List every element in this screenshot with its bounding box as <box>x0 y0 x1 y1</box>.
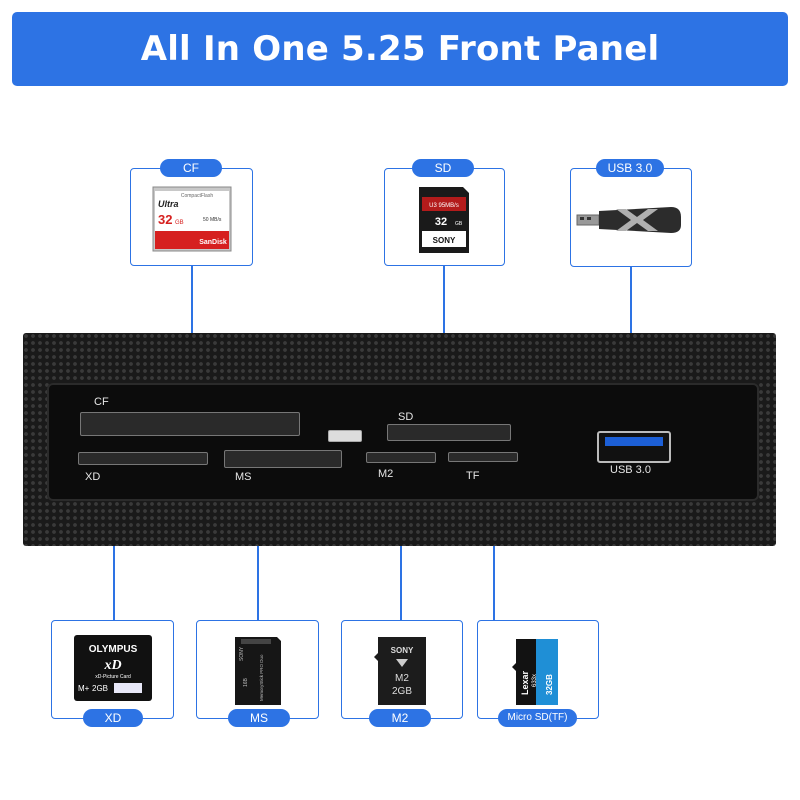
ms-card-box: SONY 16B MemoryStick PRO Duo <box>196 620 319 719</box>
cf-card-unit: GB <box>175 220 184 226</box>
xd-slot[interactable] <box>78 452 208 465</box>
xd-card-logo: xD <box>103 658 121 673</box>
m2-card-capacity: 2GB <box>392 686 412 697</box>
tag-ms: MS <box>228 709 290 727</box>
label-cf: CF <box>94 396 109 408</box>
page-title: All In One 5.25 Front Panel <box>12 12 788 86</box>
tf-card-brand: Lexar <box>520 670 530 695</box>
sd-card-brand: SONY <box>433 236 456 245</box>
tag-m2: M2 <box>369 709 431 727</box>
label-ms: MS <box>235 471 252 483</box>
cf-card-box: CompactFlash Ultra 32 GB 50 MB/s SanDisk <box>130 168 253 266</box>
tag-sd: SD <box>412 159 474 177</box>
sd-card-unit: GB <box>455 221 463 227</box>
tf-card-image: Lexar 633x 32GB <box>512 639 558 705</box>
cf-card-model: Ultra <box>158 199 179 209</box>
tag-xd: XD <box>83 709 143 727</box>
tag-usb: USB 3.0 <box>596 159 664 177</box>
xd-card-box: OLYMPUS xD xD-Picture Card M+ 2GB <box>51 620 174 719</box>
label-m2: M2 <box>378 468 394 480</box>
m2-card-image: SONY M2 2GB <box>374 637 426 705</box>
sd-card-capacity: 32 <box>435 216 447 228</box>
ms-card-brand: SONY <box>239 646 245 661</box>
m2-slot[interactable] <box>366 452 436 463</box>
usb-drive-box <box>570 168 692 267</box>
tag-tf: Micro SD(TF) <box>498 709 577 727</box>
label-tf: TF <box>466 470 480 482</box>
label-usb: USB 3.0 <box>610 464 651 476</box>
ms-card-image: SONY 16B MemoryStick PRO Duo <box>235 637 281 705</box>
sd-card-image: U3 95MB/s 32 GB SONY <box>419 187 469 253</box>
tf-card-capacity: 32GB <box>545 674 554 695</box>
m2-card-brand: SONY <box>391 646 414 655</box>
sd-slot[interactable] <box>387 424 511 441</box>
usb-drive-icon <box>576 207 681 233</box>
label-sd: SD <box>398 411 414 423</box>
ms-card-capacity: 16B <box>243 677 249 687</box>
cf-card-brand: SanDisk <box>199 239 227 246</box>
sd-card-box: U3 95MB/s 32 GB SONY <box>384 168 505 266</box>
tf-card-speed: 633x <box>532 674 538 687</box>
cf-card-speed: 50 MB/s <box>203 217 222 223</box>
usb-port-tongue <box>605 437 663 446</box>
label-xd: XD <box>85 471 101 483</box>
xd-card-type: M+ <box>78 684 90 693</box>
ms-slot[interactable] <box>224 450 342 468</box>
tag-cf: CF <box>160 159 222 177</box>
xd-card-brand: OLYMPUS <box>89 644 138 655</box>
eject-button[interactable] <box>328 430 362 442</box>
tf-card-box: Lexar 633x 32GB <box>477 620 599 719</box>
tf-slot[interactable] <box>448 452 518 462</box>
m2-card-type: M2 <box>395 673 409 684</box>
cf-slot[interactable] <box>80 412 300 436</box>
cf-card-capacity: 32 <box>158 212 172 227</box>
xd-card-image: OLYMPUS xD xD-Picture Card M+ 2GB <box>74 635 152 701</box>
usb-port[interactable] <box>597 431 671 463</box>
ms-card-text: MemoryStick PRO Duo <box>259 654 264 701</box>
m2-card-box: SONY M2 2GB <box>341 620 463 719</box>
sd-card-speed: U3 95MB/s <box>429 203 459 209</box>
xd-card-capacity: 2GB <box>92 684 108 693</box>
cf-card-image: CompactFlash Ultra 32 GB 50 MB/s SanDisk <box>152 186 232 252</box>
xd-card-subtitle: xD-Picture Card <box>95 674 131 680</box>
cf-card-top-text: CompactFlash <box>181 193 213 199</box>
